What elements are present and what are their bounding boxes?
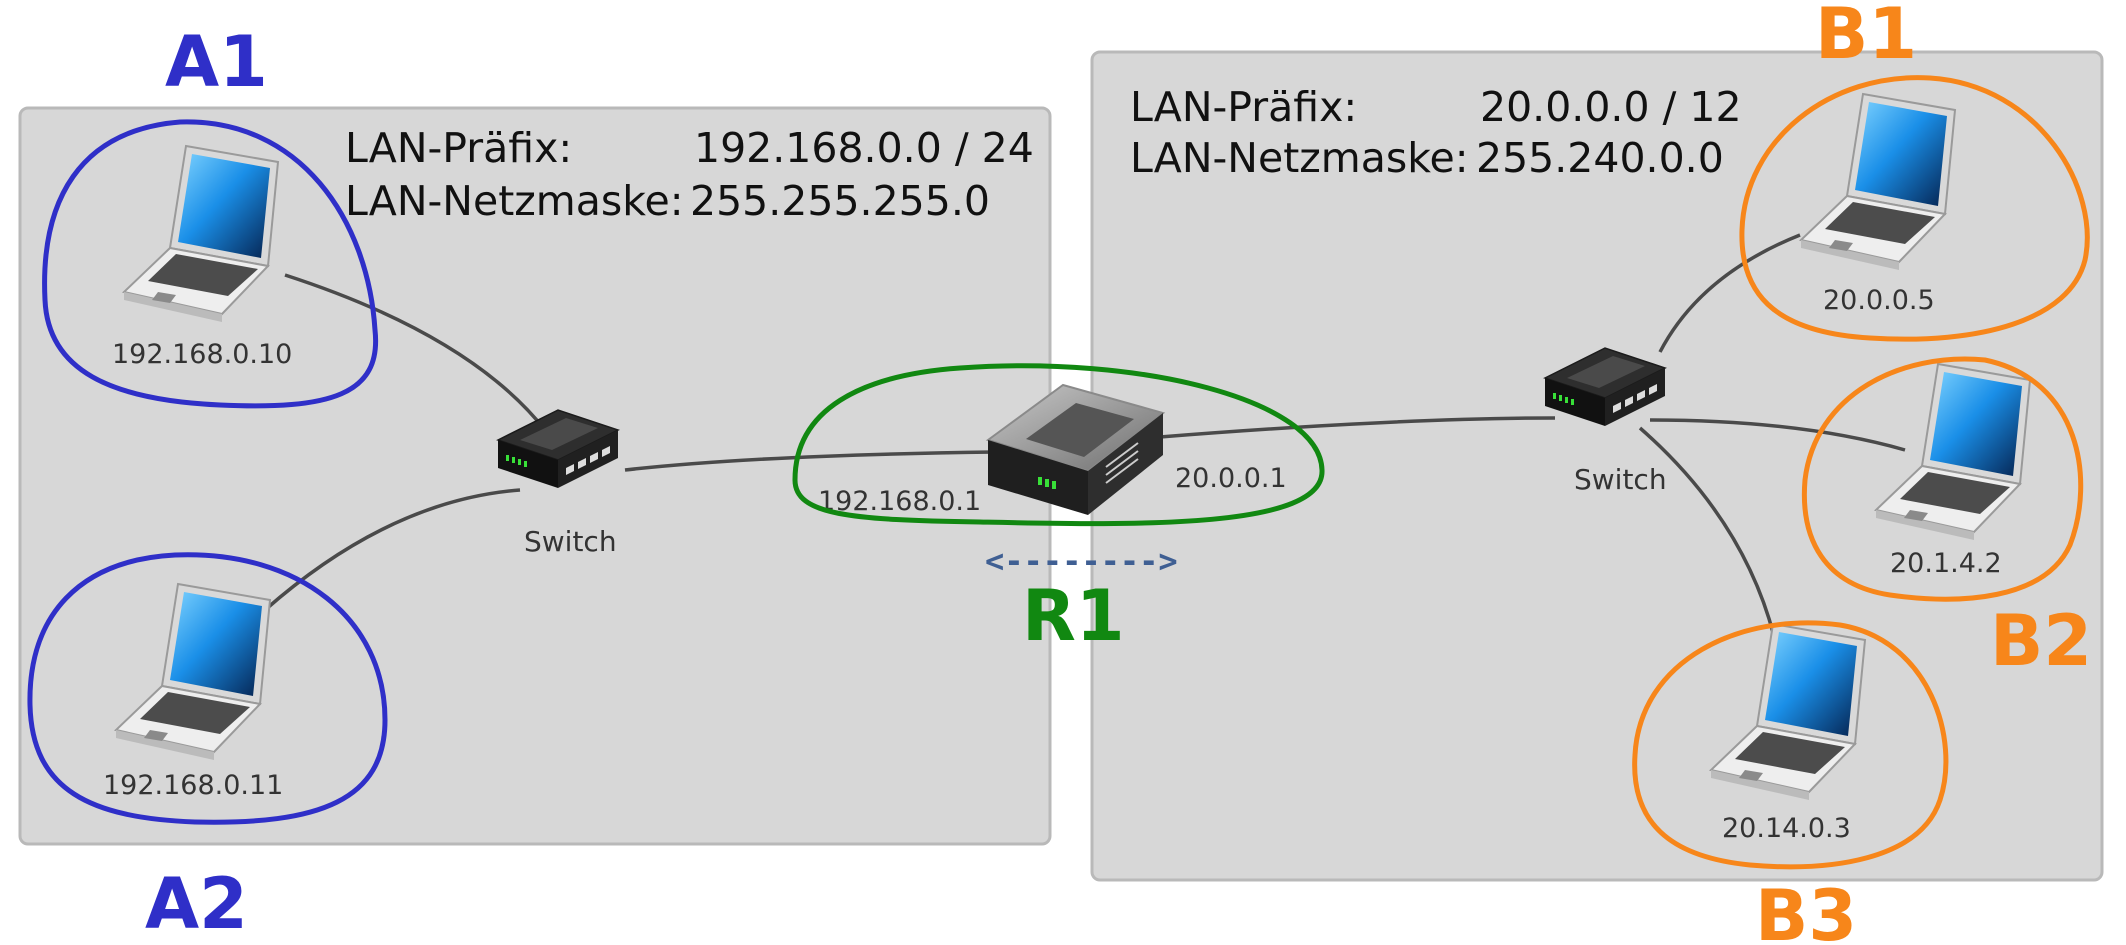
cable-router-switch-right — [1159, 416, 1556, 439]
cable-switch-b3 — [1638, 426, 1777, 641]
host-a1-ip: 192.168.0.10 — [112, 339, 292, 370]
cable-switch-b1 — [1658, 233, 1801, 353]
cable-switch-router-left — [624, 450, 996, 472]
lan-b-mask-label: LAN-Netzmaske: — [1130, 134, 1469, 182]
lan-b-mask-value: 255.240.0.0 — [1476, 134, 1724, 182]
host-a2-ip: 192.168.0.11 — [103, 770, 283, 801]
cable-switch-b2 — [1649, 418, 1906, 452]
switch-b-label: Switch — [1574, 463, 1667, 496]
cable-a2-switch — [263, 488, 521, 612]
circle-b3 — [1632, 620, 1949, 870]
switch-a-label: Switch — [524, 525, 617, 558]
lan-b-prefix-value: 20.0.0.0 / 12 — [1480, 83, 1742, 131]
circle-a1 — [42, 119, 379, 409]
cable-a1-switch — [284, 273, 547, 432]
circle-router — [792, 363, 1325, 527]
router-arrow: <--------> — [985, 542, 1178, 580]
host-b1-ip: 20.0.0.5 — [1823, 285, 1935, 316]
host-b3-ip: 20.14.0.3 — [1722, 813, 1851, 844]
label-b2: B2 — [1990, 600, 2092, 682]
lan-a-mask-label: LAN-Netzmaske: — [345, 177, 684, 225]
lan-a-mask-value: 255.255.255.0 — [690, 177, 990, 225]
label-r1: R1 — [1022, 575, 1125, 657]
circle-a2 — [27, 552, 388, 825]
circle-b2 — [1801, 356, 2084, 602]
circle-b1 — [1739, 75, 2090, 342]
lan-a-prefix-label: LAN-Präfix: — [345, 124, 572, 172]
label-a2: A2 — [145, 863, 248, 945]
router-ip-right: 20.0.0.1 — [1175, 463, 1287, 494]
label-b1: B1 — [1815, 0, 1917, 75]
label-a1: A1 — [165, 21, 268, 103]
router-ip-left: 192.168.0.1 — [818, 486, 981, 517]
host-b2-ip: 20.1.4.2 — [1890, 548, 2002, 579]
label-b3: B3 — [1755, 875, 1857, 945]
router-icon[interactable] — [985, 383, 1166, 515]
lan-b-prefix-label: LAN-Präfix: — [1130, 83, 1357, 131]
lan-a-prefix-value: 192.168.0.0 / 24 — [694, 124, 1034, 172]
